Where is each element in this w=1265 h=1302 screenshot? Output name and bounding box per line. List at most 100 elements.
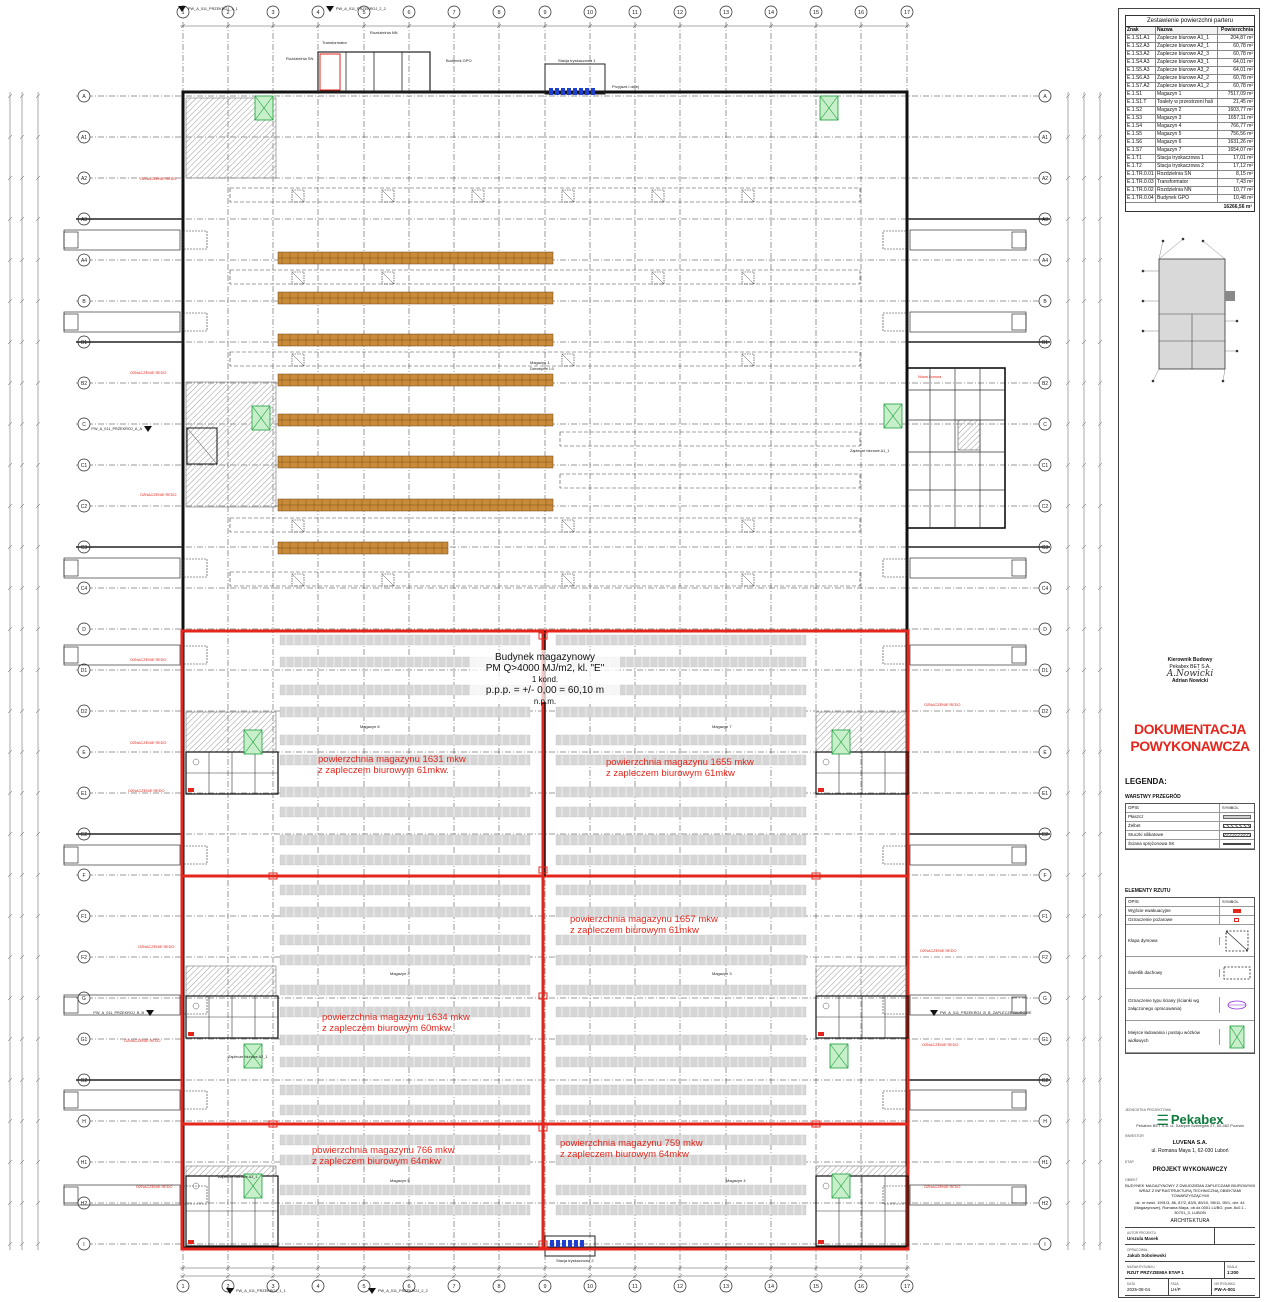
truck-cab (63, 231, 79, 249)
rack-row-pale (279, 984, 531, 996)
scale-label: SKALA (1227, 1265, 1238, 1269)
area-room-name: Rozdzielnia NN (1156, 187, 1218, 194)
section-label-bottom-left: PW_A_011_PRZEKROJ_1_1 (236, 1289, 286, 1293)
rack-row-pale (279, 1184, 531, 1196)
dimension-tick (35, 339, 41, 345)
area-value: 766,77 m² (1230, 123, 1253, 129)
row-axis-bubble (77, 663, 91, 677)
dimension-tick (451, 23, 457, 29)
row-axis-label: A (82, 94, 86, 100)
dimension-tick (35, 503, 41, 509)
row-axis-bubble (77, 130, 91, 144)
sprinkler-valve (573, 88, 577, 95)
rack-row-pale (279, 634, 531, 646)
column-axis-bubble (266, 1279, 280, 1293)
row-axis-label: I (83, 1242, 84, 1248)
rack-row-pale (555, 1084, 807, 1096)
dimension-tick (1097, 749, 1103, 755)
area-label-a1-line-1: powierzchnia magazynu 1631 mkw (318, 754, 466, 765)
phase-cell: FAZA LH/P (1169, 1279, 1213, 1295)
dimension-tick (1065, 339, 1071, 345)
rack-row-pale (555, 706, 807, 718)
smoke-vent (651, 189, 665, 203)
dimension-tick (1097, 913, 1103, 919)
fire-marking-note: OZNACZENIE REDO (140, 493, 177, 497)
key-plan-ticks (1141, 237, 1239, 383)
row-axis-bubble (1038, 663, 1052, 677)
room-label-transformer: Transformator (322, 40, 348, 45)
row-axis-label: H (82, 1119, 86, 1125)
dimension-tick (1081, 380, 1087, 386)
wall-type-symbol (1220, 989, 1254, 1021)
dimension-tick (1065, 667, 1071, 673)
dimension-tick (1097, 995, 1103, 1001)
smoke-vent-diagonal (291, 353, 305, 367)
smoke-vent-diagonal (741, 573, 755, 587)
key-plan-leader (1158, 238, 1184, 260)
row-axis-bubble (77, 499, 91, 513)
legend-wall-label: Stuczki silikatowe (1126, 831, 1220, 839)
date-cell: DATA 2025-08-04 (1125, 1279, 1169, 1295)
column-axis-bubble (900, 1279, 914, 1293)
fire-door-marker (538, 632, 548, 640)
row-axis-bubble (1038, 294, 1052, 308)
dimension-tick (7, 626, 13, 632)
area-code: E.1.S1.T (1126, 99, 1156, 106)
drawing-title: RZUT PRZYZIEMIA ETAP 1 (1127, 1270, 1184, 1275)
evacuation-exit-marker (818, 1032, 824, 1036)
column-axis-label: 5 (362, 1284, 365, 1290)
forklift-charging-symbol (1220, 1021, 1254, 1053)
row-axis-bubble (1038, 1155, 1052, 1169)
label-zaplecze-a2: Zaplecze biurowe A2_1 (228, 1055, 267, 1059)
row-axis-label: B1 (1042, 340, 1048, 346)
row-axis-label: C2 (1042, 504, 1049, 510)
evacuation-exit-marker (818, 1240, 824, 1244)
manager-signature: A.Nowicki (1166, 669, 1214, 679)
column-axis-label: 12 (677, 1284, 683, 1290)
office-fixture (192, 1182, 200, 1190)
evacuation-exit-symbol (1220, 907, 1254, 915)
dimension-tick (632, 1273, 638, 1279)
dimension-tick (35, 462, 41, 468)
dimension-tick (35, 954, 41, 960)
axis-grid: 1122334455667788991010111112121313141415… (76, 5, 1052, 1293)
area-code: E.1.S4.A3 (1126, 59, 1156, 66)
dimension-tick (35, 585, 41, 591)
rack-row-pale (555, 954, 807, 966)
sprinkler-valve (549, 88, 553, 95)
smoke-vent-diagonal (561, 189, 575, 203)
dimension-tick (1097, 872, 1103, 878)
dimension-tick (7, 339, 13, 345)
truck-cab (1011, 1091, 1027, 1109)
dock-leveler (182, 645, 208, 665)
smoke-vent-diagonal (291, 189, 305, 203)
truck-outline (909, 844, 1027, 866)
rack-row-pale (555, 634, 807, 646)
smoke-vent-diagonal (561, 573, 575, 587)
column-axis-bubble (673, 5, 687, 19)
smoke-vent (291, 271, 305, 285)
label-zaplecze-a3: Zaplecze biurowe A3_1 (218, 1175, 257, 1179)
dimension-tick (1097, 544, 1103, 550)
column-axis-bubble (311, 5, 325, 19)
forklift-charging-spots (243, 95, 903, 1199)
note-new-chamber: Nowa komora (918, 375, 942, 379)
row-axis-bubble (77, 581, 91, 595)
row-axis-bubble (1038, 376, 1052, 390)
row-axis-label: H1 (81, 1160, 88, 1166)
dimension-tick (7, 708, 13, 714)
column-axis-label: 6 (407, 1284, 410, 1290)
dimension-tick (180, 23, 186, 29)
smoke-vent (741, 519, 755, 533)
area-room-name: Zaplecze biurowe A1_2 (1156, 83, 1218, 90)
dimension-tick (19, 1241, 25, 1247)
dimension-tick (19, 995, 25, 1001)
row-axis-label: B2 (81, 381, 87, 387)
row-axis-bubble (77, 1114, 91, 1128)
row-axis-bubble (77, 417, 91, 431)
